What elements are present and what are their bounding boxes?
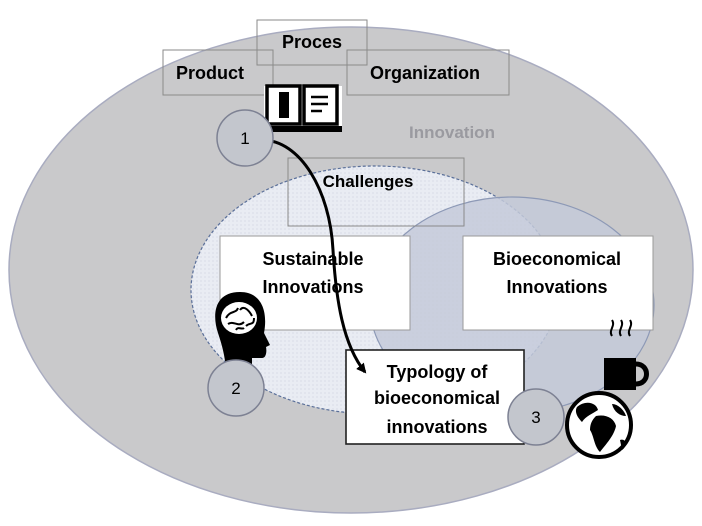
book-icon — [263, 84, 342, 132]
marker-3 — [507, 388, 565, 446]
bioeconomical-label-line2: Innovations — [506, 277, 607, 297]
steaming-mug-icon — [604, 319, 649, 390]
globe-icon — [565, 391, 633, 459]
typology-label-line3: innovations — [386, 417, 487, 437]
bioeconomical-innovations-box — [462, 235, 654, 331]
challenges-label: Challenges — [323, 172, 414, 191]
proces-label: Proces — [282, 32, 342, 52]
innovation-label: Innovation — [409, 123, 495, 142]
challenges-box — [287, 157, 465, 227]
organization-box — [346, 49, 510, 96]
sustainable-label-line1: Sustainable — [262, 249, 363, 269]
marker-3-label: 3 — [531, 408, 540, 427]
bioeconomical-label-line1: Bioeconomical — [493, 249, 621, 269]
marker-1-label: 1 — [240, 129, 249, 148]
product-label: Product — [176, 63, 244, 83]
head-brain-icon — [215, 292, 270, 370]
marker-2-label: 2 — [231, 379, 240, 398]
proces-box — [256, 19, 368, 66]
organization-label: Organization — [370, 63, 480, 83]
marker-1 — [216, 109, 274, 167]
typology-label-line1: Typology of — [387, 362, 489, 382]
flow-arrow — [261, 138, 367, 374]
typology-box — [345, 349, 525, 445]
sustainable-label-line2: Innovations — [262, 277, 363, 297]
product-box — [162, 49, 274, 96]
typology-label-line2: bioeconomical — [374, 388, 500, 408]
marker-2 — [207, 359, 265, 417]
